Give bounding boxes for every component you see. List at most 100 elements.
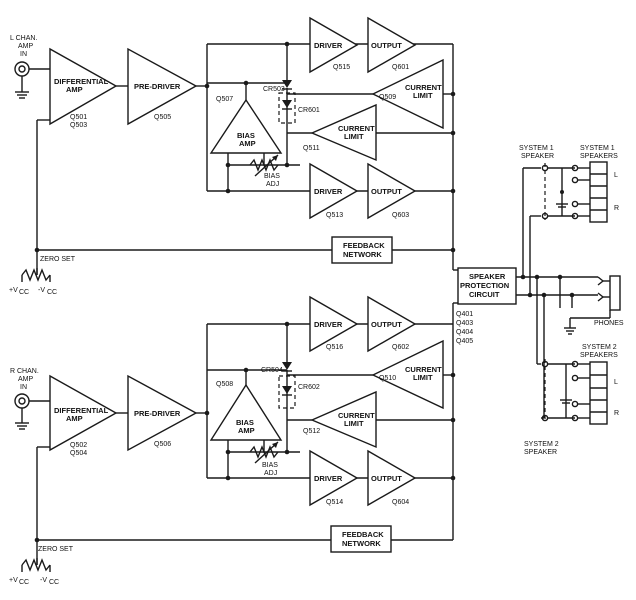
left-input-label-2: AMP [18, 43, 34, 50]
left-output-top-q: Q601 [392, 64, 409, 71]
left-feedback-1: FEEDBACK [343, 241, 385, 250]
left-bias-label-1: BIAS [237, 131, 255, 140]
left-output-top-label: OUTPUT [371, 41, 402, 50]
system2-l: L [614, 379, 618, 386]
right-diff-q2: Q504 [70, 450, 87, 457]
left-bias-q: Q507 [216, 96, 233, 103]
right-driver-top [309, 295, 359, 353]
protection-label-1: SPEAKER [469, 272, 506, 281]
left-pre-driver-label: PRE-DRIVER [134, 82, 181, 91]
left-cr-a: CR503 [263, 86, 285, 93]
left-bias-amp [209, 98, 283, 154]
left-output-bot-label: OUTPUT [371, 187, 402, 196]
right-output-top-q: Q602 [392, 344, 409, 351]
left-output-bot-q: Q603 [392, 212, 409, 219]
right-driver-bot [309, 449, 359, 507]
protection-q2: Q403 [456, 320, 473, 327]
left-cl-low-1: CURRENT [338, 124, 375, 133]
right-diff-label-2: AMP [66, 414, 83, 423]
right-zero-set: ZERO SET [38, 546, 74, 553]
left-bias-adj-label-2: ADJ [266, 181, 279, 188]
left-zero-set: ZERO SET [40, 256, 76, 263]
right-cl-low-q: Q512 [303, 428, 320, 435]
right-input-jack [14, 393, 30, 430]
system2-speakers: SYSTEM 2 SPEAKERS L R SYSTEM 2 SPEAKER [524, 344, 619, 456]
right-driver-top-q: Q516 [326, 344, 343, 351]
right-bias-adj-label-1: BIAS [262, 462, 278, 469]
speaker-wiring: PHONES [516, 167, 624, 419]
right-cl-low-2: LIMIT [344, 419, 364, 428]
right-feedback-2: NETWORK [342, 539, 381, 548]
right-feedback-network [330, 525, 392, 553]
left-input-label-3: IN [20, 51, 27, 58]
right-vcc-minus: -V [40, 577, 47, 584]
system2-switch-label-2: SPEAKER [524, 449, 557, 456]
right-vcc-minus-sub: CC [49, 579, 59, 586]
phones-jack [609, 275, 621, 311]
right-output-bot-label: OUTPUT [371, 474, 402, 483]
right-cl-low-1: CURRENT [338, 411, 375, 420]
right-bias-adj-resistor [249, 445, 279, 459]
right-bias-label-1: BIAS [236, 418, 254, 427]
right-driver-top-label: DRIVER [314, 320, 343, 329]
protection-label-3: CIRCUIT [469, 290, 500, 299]
right-diff-label-1: DIFFERENTIAL [54, 406, 109, 415]
right-pre-driver-label: PRE-DRIVER [134, 409, 181, 418]
left-bias-adj-resistor [249, 158, 279, 172]
left-cl-high-1: CURRENT [405, 83, 442, 92]
right-bias-label-2: AMP [238, 426, 255, 435]
system1-switch-label-1: SYSTEM 1 [519, 145, 554, 152]
left-vcc-plus: +V [9, 287, 18, 294]
left-vcc-minus: -V [38, 287, 45, 294]
right-channel: R CHAN. AMP IN DIFFERENTIAL AMP Q502 Q50… [9, 295, 456, 586]
speaker-protection: SPEAKER PROTECTION CIRCUIT Q401 Q403 Q40… [453, 267, 517, 345]
left-diff-label-1: DIFFERENTIAL [54, 77, 109, 86]
right-cl-high-2: LIMIT [413, 373, 433, 382]
system2-speakers-label-1: SYSTEM 2 [582, 344, 617, 351]
left-driver-bot [309, 162, 359, 220]
left-driver-top [309, 16, 359, 74]
left-bias-label-2: AMP [239, 139, 256, 148]
right-input-label-3: IN [20, 384, 27, 391]
right-input-label-2: AMP [18, 376, 34, 383]
left-diff-q2: Q503 [70, 122, 87, 129]
system1-switch-label-2: SPEAKER [521, 153, 554, 160]
protection-q3: Q404 [456, 329, 473, 336]
right-diff-q1: Q502 [70, 442, 87, 449]
left-pre-driver [127, 47, 198, 126]
left-input-label-1: L CHAN. [10, 35, 37, 42]
left-driver-bot-label: DRIVER [314, 187, 343, 196]
left-input-jack [14, 61, 30, 99]
system1-speakers-label-2: SPEAKERS [580, 153, 618, 160]
left-cr-b: CR601 [298, 107, 320, 114]
left-output-bot [367, 162, 417, 220]
left-bias-adj-label-1: BIAS [264, 173, 280, 180]
left-cl-low-2: LIMIT [344, 132, 364, 141]
right-driver-bot-q: Q514 [326, 499, 343, 506]
right-input-label-1: R CHAN. [10, 368, 39, 375]
protection-label-2: PROTECTION [460, 281, 509, 290]
right-cl-high-q: Q510 [379, 375, 396, 382]
right-driver-bot-label: DRIVER [314, 474, 343, 483]
right-vcc-plus-sub: CC [19, 579, 29, 586]
right-pre-driver [127, 374, 198, 452]
system2-switch-label-1: SYSTEM 2 [524, 441, 559, 448]
system2-terminal-block [589, 361, 608, 425]
left-driver-top-q: Q515 [333, 64, 350, 71]
left-cl-high-q: Q509 [379, 94, 396, 101]
right-feedback-1: FEEDBACK [342, 530, 384, 539]
right-output-top [367, 295, 417, 353]
right-output-bot [367, 449, 417, 507]
phones-tip [597, 276, 605, 286]
left-vcc-plus-sub: CC [19, 289, 29, 296]
left-diff-q1: Q501 [70, 114, 87, 121]
system1-r: R [614, 205, 619, 212]
right-bias-q: Q508 [216, 381, 233, 388]
left-diff-label-2: AMP [66, 85, 83, 94]
speaker-protection-box [457, 267, 517, 305]
right-vcc-plus: +V [9, 577, 18, 584]
left-vcc-minus-sub: CC [47, 289, 57, 296]
phones-ring [597, 292, 605, 302]
left-driver-top-label: DRIVER [314, 41, 343, 50]
right-cr-a: CR504 [261, 367, 283, 374]
